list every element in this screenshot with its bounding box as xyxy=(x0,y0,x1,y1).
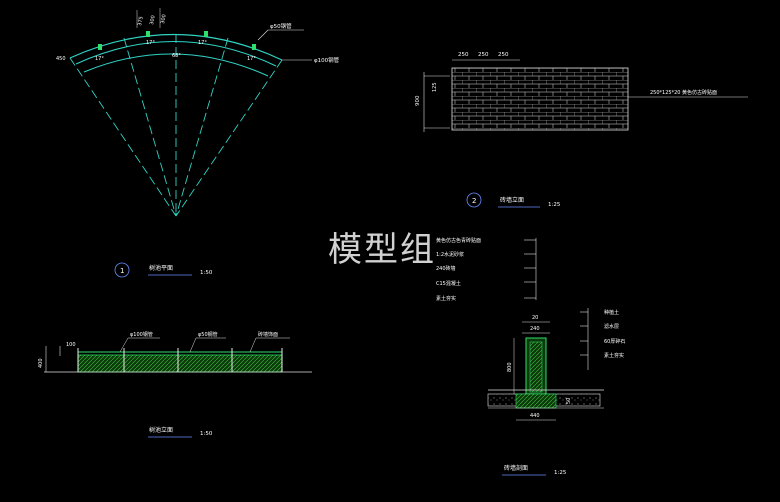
wall-dim-side: 900 xyxy=(415,95,421,106)
plan-dim-b: 300 xyxy=(149,15,157,25)
section-title: 砖墙剖面 xyxy=(504,464,528,472)
wall-title-number: 2 xyxy=(472,197,476,205)
section-dim-wall: 240 xyxy=(530,326,540,332)
wall-scale: 1:25 xyxy=(548,202,561,208)
rail-posts xyxy=(77,348,283,372)
rail-label-phi50: φ50钢管 xyxy=(198,331,218,338)
plan-angle-1: 17° xyxy=(95,56,104,62)
section-note-left-1: 黄色仿古色青砖贴面 xyxy=(436,237,481,244)
rail-hatch-band xyxy=(77,354,283,373)
plan-scale: 1:50 xyxy=(200,270,213,276)
section-dim-top: 20 xyxy=(532,315,538,321)
section-dim-base: 440 xyxy=(530,413,540,419)
rail-dim-b: 400 xyxy=(38,358,44,368)
wall-dim-top-2: 250 xyxy=(478,52,489,58)
section-scale: 1:25 xyxy=(554,470,567,476)
plan-title: 树池平面 xyxy=(149,264,173,272)
watermark-text: 模型组 xyxy=(328,230,436,270)
plan-angle-4: 17° xyxy=(247,56,256,62)
brick-wall-panel xyxy=(451,67,629,131)
rail-scale: 1:50 xyxy=(200,431,213,437)
section-dim-height: 800 xyxy=(507,362,513,372)
wall-material-note: 250*125*20 黄色仿古砖贴面 xyxy=(650,89,717,96)
wall-dim-side-small: 125 xyxy=(432,82,438,92)
section-footing xyxy=(515,393,557,409)
section-note-left-4: C15混凝土 xyxy=(436,280,461,287)
plan-angle-3: 17° xyxy=(198,40,207,46)
wall-elevation: 250 250 250 125 900 250*125*20 黄色仿古砖贴面 2… xyxy=(415,52,748,208)
plan-radial-lines xyxy=(69,34,283,217)
plan-posts xyxy=(98,31,256,50)
section-note-left-5: 素土夯实 xyxy=(436,295,456,302)
section-wall-core xyxy=(529,341,543,393)
wall-title-circle xyxy=(466,192,482,208)
plan-angle-center: 68° xyxy=(172,53,181,59)
plan-label-phi50: φ50钢管 xyxy=(270,22,292,30)
tree-pool-plan: φ50钢管 φ100钢管 450 375 300 300 17° 17° 17°… xyxy=(56,8,340,278)
rail-title: 树池立面 xyxy=(149,426,173,434)
section-note-right-4: 素土夯实 xyxy=(604,352,624,359)
section-note-left-2: 1:2水泥砂浆 xyxy=(436,251,464,258)
plan-dim-c: 300 xyxy=(160,14,168,24)
rail-dim-a: 100 xyxy=(66,342,76,348)
plan-dim-a: 375 xyxy=(137,16,145,26)
section-note-left-3: 240砖墙 xyxy=(436,265,456,272)
section-note-right-2: 滤水层 xyxy=(604,323,619,330)
wall-dim-top-3: 250 xyxy=(498,52,509,58)
plan-title-number: 1 xyxy=(120,267,124,275)
plan-label-phi100: φ100钢管 xyxy=(314,56,340,64)
plan-angle-2: 17° xyxy=(146,40,155,46)
section-note-right-1: 种植土 xyxy=(604,309,619,316)
plan-dim-left: 450 xyxy=(56,56,66,62)
rail-label-phi100: φ100钢管 xyxy=(130,331,153,338)
wall-title: 砖墙立面 xyxy=(500,196,524,204)
rail-label-wall: 砖墙饰面 xyxy=(258,331,278,338)
wall-section: 黄色仿古色青砖贴面 1:2水泥砂浆 240砖墙 C15混凝土 素土夯实 20 2… xyxy=(436,237,625,476)
plan-title-circle xyxy=(114,262,130,278)
wall-dim-top-1: 250 xyxy=(458,52,469,58)
section-note-right-3: 60厚碎石 xyxy=(604,338,625,345)
rail-elevation: 100 400 φ100钢管 φ50钢管 砖墙饰面 树池立面 1:50 xyxy=(38,331,312,438)
section-dim-right: 50 xyxy=(566,398,572,404)
